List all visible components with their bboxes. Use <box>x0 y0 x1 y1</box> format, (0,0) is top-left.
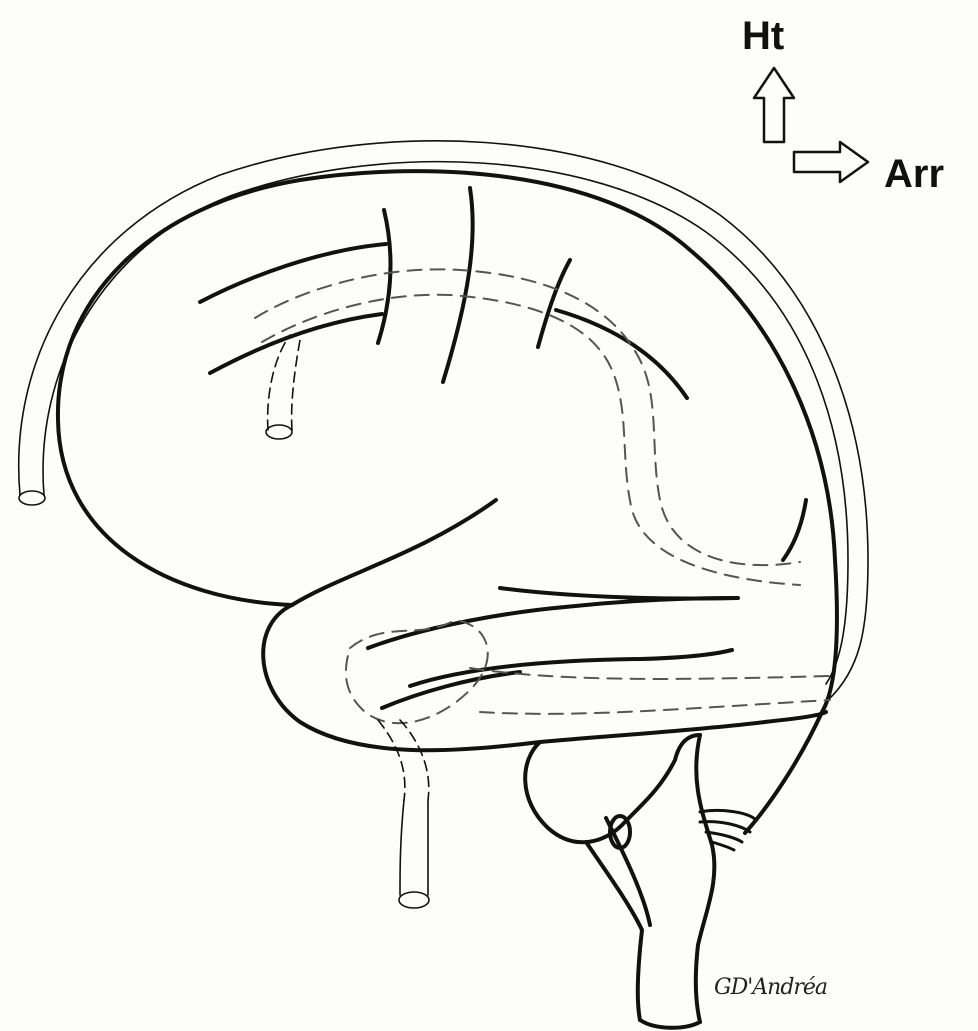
cerebellum-folia-4 <box>712 842 734 850</box>
cerebrum-outline <box>58 171 837 833</box>
medulla-right <box>696 735 715 1022</box>
orientation-arrows <box>754 68 868 182</box>
arrow-up-outline-icon <box>754 68 794 142</box>
orientation-up-label: Ht <box>742 16 784 56</box>
sulcus-precentral <box>378 210 391 343</box>
frontal-drain <box>266 335 300 439</box>
frontal-drain-left <box>268 335 290 430</box>
catheter-inner-line <box>43 162 848 684</box>
sulcus-occipital <box>783 500 806 560</box>
temporal-drain-tip <box>399 892 429 908</box>
temporal-horn-upper <box>470 668 830 679</box>
brainstem <box>525 735 714 1028</box>
spinal-cord-base <box>640 1020 700 1028</box>
arrow-right-outline-icon <box>794 142 868 182</box>
ventricle-outer-line <box>255 269 800 565</box>
sulcus-temporal-lower <box>382 672 520 708</box>
sulcus-postcentral <box>538 260 570 347</box>
sulcus-frontal-upper <box>200 244 386 302</box>
temporal-drain-right <box>400 720 429 800</box>
superior-temporal-fold <box>368 598 734 648</box>
orientation-right-label: Arr <box>884 154 944 194</box>
sulcus-temporal-middle <box>410 650 732 686</box>
sylvian-fissure <box>292 500 496 605</box>
brain-hemisphere <box>58 171 837 833</box>
frontal-drain-tip <box>266 425 292 439</box>
temporal-horn-lower <box>480 700 830 714</box>
temporal-drain-left <box>378 720 405 800</box>
catheter-outer-line <box>19 141 868 700</box>
cerebellum-folia-1 <box>700 810 756 820</box>
catheter-tip <box>19 491 45 505</box>
artist-signature: GD'Andréa <box>714 975 827 1000</box>
sulcus-central <box>443 188 473 382</box>
medulla-left <box>586 842 642 1020</box>
temporal-drain-tube-left <box>400 800 404 895</box>
sulcus-parietal <box>556 310 687 398</box>
frontal-drain-right <box>292 340 300 430</box>
ventricle-inner-line <box>262 295 800 585</box>
temporal-lobe-outline <box>263 605 826 750</box>
shunt-catheter <box>19 141 868 700</box>
sulcus-temporal-upper <box>500 588 738 599</box>
sulci <box>200 188 806 708</box>
